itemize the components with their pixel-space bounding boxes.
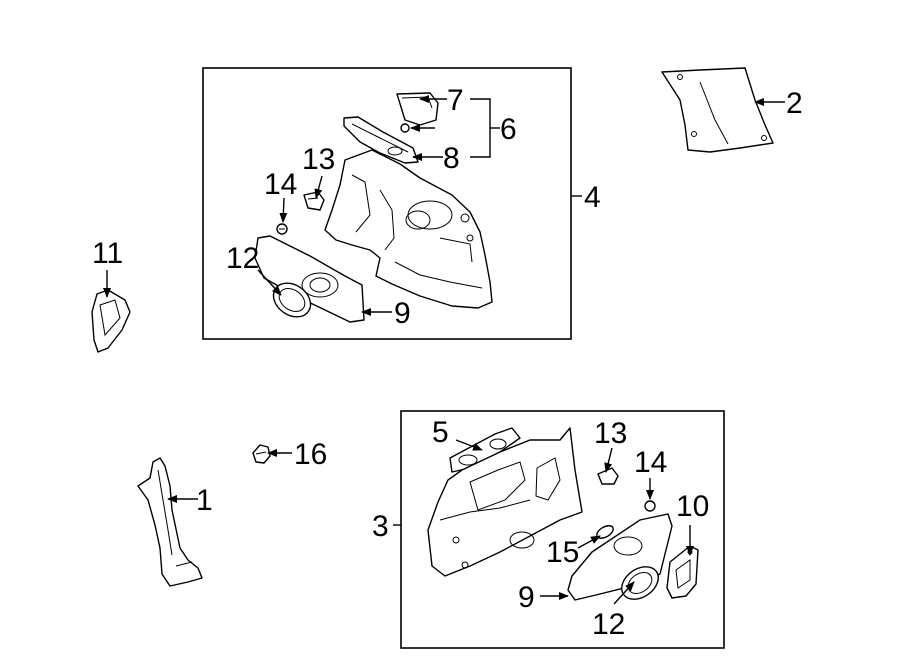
part-8-trim — [343, 116, 419, 164]
leader-15 — [577, 535, 601, 549]
callout-14-top: 14 — [264, 168, 297, 201]
quarter-trim-panel-right — [427, 427, 583, 577]
leader-13-top — [314, 175, 323, 199]
part-16-clip — [252, 444, 271, 464]
leader-14-top — [279, 197, 288, 223]
callout-16: 16 — [294, 438, 327, 471]
callout-13-top: 13 — [302, 143, 335, 176]
leader-13-bottom — [604, 447, 613, 473]
callout-13-bottom: 13 — [594, 417, 627, 450]
part-6-clip — [400, 123, 410, 133]
lower-assembly-box — [400, 410, 725, 649]
callout-9-bottom: 9 — [518, 581, 535, 614]
part-13-bracket-top — [303, 191, 325, 211]
callout-10: 10 — [676, 490, 709, 523]
leader-12-top — [257, 269, 282, 296]
callout-3: 3 — [372, 510, 389, 543]
callout-5: 5 — [432, 416, 449, 449]
callout-8: 8 — [443, 142, 460, 175]
part-14-pin-top — [276, 223, 288, 235]
part-7-cover — [396, 92, 439, 126]
callout-9-top: 9 — [394, 297, 411, 330]
part-1-pillar-trim — [137, 457, 203, 587]
callout-11: 11 — [92, 237, 123, 270]
upper-assembly-box — [202, 67, 572, 340]
callout-14-bottom: 14 — [634, 446, 667, 479]
callout-6: 6 — [500, 113, 517, 146]
part-14-pin-bottom — [644, 500, 656, 512]
part-9-trim-bottom — [567, 513, 673, 601]
callout-12-top: 12 — [226, 242, 259, 275]
callout-7: 7 — [447, 84, 464, 117]
leader-5 — [455, 439, 483, 451]
part-9-trim-top — [254, 235, 365, 323]
callout-4: 4 — [584, 181, 601, 214]
callout-2: 2 — [786, 87, 803, 120]
quarter-trim-panel-left — [324, 149, 493, 309]
part-13-bracket-bottom — [597, 467, 619, 485]
callout-1: 1 — [196, 484, 213, 517]
leader-6-bracket — [470, 98, 491, 158]
callout-12-bottom: 12 — [592, 608, 625, 641]
part-10-bezel — [666, 545, 699, 599]
part-2-panel — [661, 67, 774, 153]
leader-12-bottom — [613, 581, 635, 605]
callout-15: 15 — [546, 536, 579, 569]
part-5-trim — [449, 427, 521, 473]
part-11-bezel — [91, 289, 131, 353]
